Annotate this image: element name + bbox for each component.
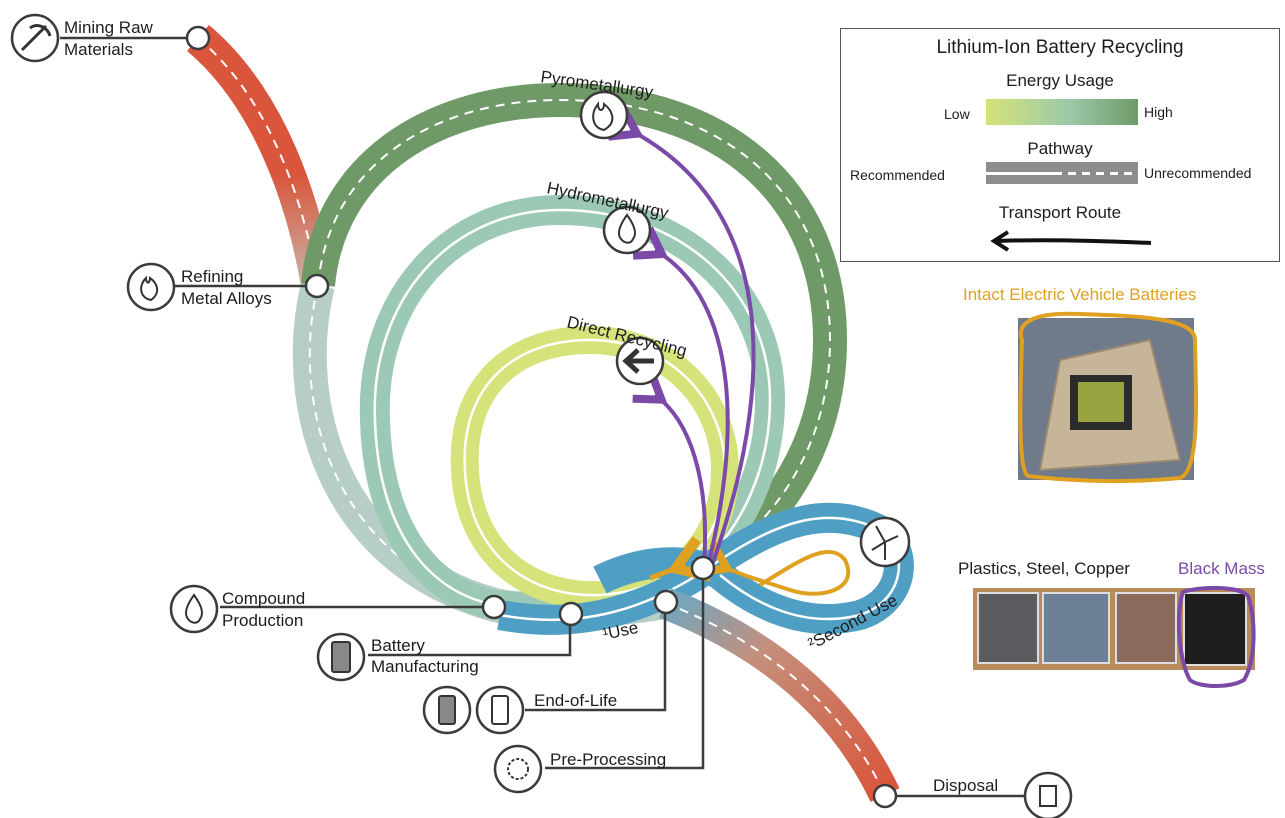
transport-route-direct (632, 371, 708, 566)
materials-title: Plastics, Steel, Copper (958, 559, 1130, 578)
battery-label-1: Battery (371, 636, 425, 655)
battery-node[interactable] (558, 601, 584, 627)
pyro-ring-dash (317, 98, 832, 569)
plastics-tray (977, 592, 1039, 664)
second-use-loop-line (499, 516, 901, 622)
hydro-ring-line (373, 208, 772, 609)
ev-batteries-outline (1018, 311, 1198, 484)
compound-node[interactable] (481, 594, 507, 620)
compound-label-2: Production (222, 611, 303, 630)
end-of-life-label: End-of-Life (534, 691, 617, 710)
legend-title: Lithium-Ion Battery Recycling (936, 37, 1184, 58)
transport-route-pyro (607, 106, 756, 566)
steel-tray (1042, 592, 1110, 664)
trash-icon (1023, 771, 1073, 818)
legend-pathway-sample (986, 162, 1138, 184)
legend-unrecommended: Unrecommended (1144, 165, 1252, 181)
disposal-label: Disposal (933, 776, 998, 795)
legend-transport-label: Transport Route (998, 203, 1122, 222)
black-mass-tray (1183, 592, 1247, 666)
refining-label-2: Metal Alloys (181, 289, 272, 308)
use-orange-arrow (649, 536, 712, 582)
copper-tray (1115, 592, 1177, 664)
legend-recommended: Recommended (850, 167, 945, 183)
legend-transport-arrow (990, 230, 1152, 252)
hydro-droplet-icon (602, 205, 652, 255)
pyro-flame-icon (579, 90, 629, 140)
mining-label-2: Materials (64, 40, 133, 59)
end-of-life-leader (525, 603, 667, 712)
ev-batteries-title: Intact Electric Vehicle Batteries (963, 285, 1196, 304)
legend-energy-label: Energy Usage (1006, 71, 1114, 90)
battery-leader (368, 615, 572, 657)
refining-flame-icon (126, 262, 176, 312)
transport-route-hydro (632, 226, 730, 566)
pre-processing-label: Pre-Processing (550, 750, 666, 769)
pre-processing-leader (545, 570, 705, 770)
mining-pathway (186, 24, 335, 288)
pre-processing-node[interactable] (690, 555, 716, 581)
refining-node[interactable] (304, 273, 330, 299)
second-use-orange-route (698, 541, 851, 596)
disposal-pathway-dash (664, 602, 886, 796)
battery-label-2: Manufacturing (371, 657, 479, 676)
legend-low: Low (944, 106, 970, 122)
legend-pathway-label: Pathway (1027, 139, 1093, 158)
legend-energy-gradient (986, 99, 1138, 125)
legend: Lithium-Ion Battery Recycling Energy Usa… (840, 28, 1280, 262)
end-of-life-node[interactable] (653, 589, 679, 615)
disposal-node[interactable] (872, 783, 898, 809)
gear-icon (493, 744, 543, 794)
black-mass-title: Black Mass (1178, 559, 1265, 578)
mining-label-1: Mining Raw (64, 18, 154, 37)
droplet-icon (169, 584, 219, 634)
mining-node[interactable] (185, 25, 211, 51)
legend-high: High (1144, 104, 1173, 120)
compound-label-1: Compound (222, 589, 305, 608)
black-mass-outline (1176, 585, 1256, 688)
refining-label-1: Refining (181, 267, 243, 286)
pickaxe-glyph (20, 24, 52, 52)
mining-pathway-dash (197, 37, 319, 286)
